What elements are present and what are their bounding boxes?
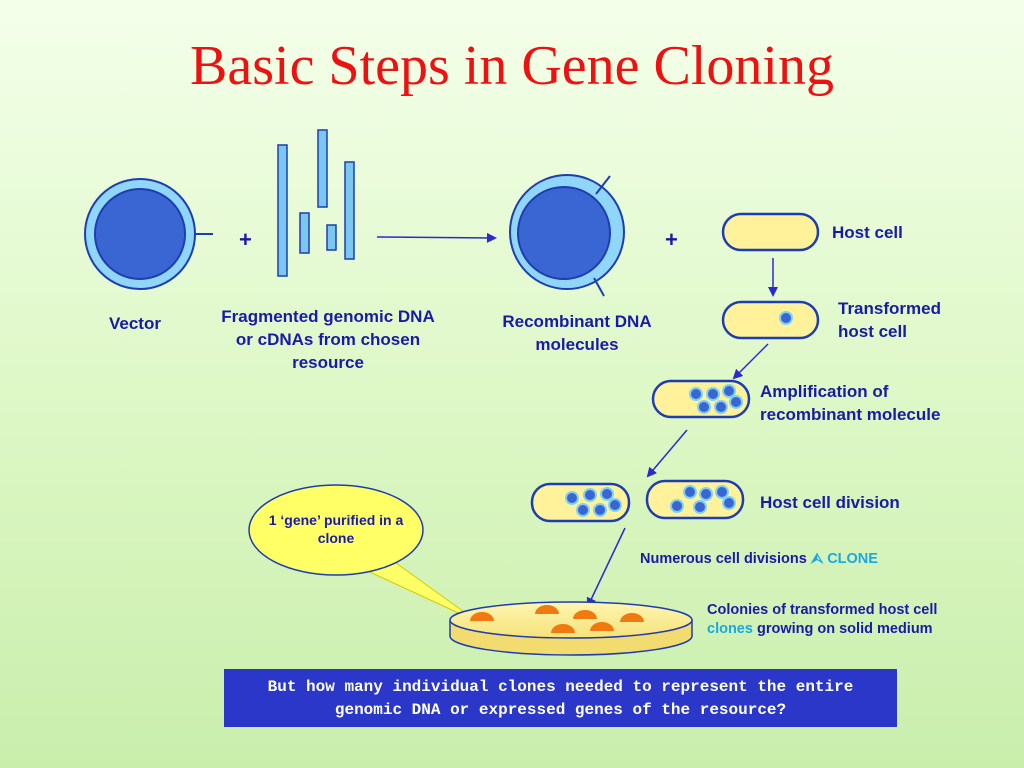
colonies-clones-text: clones [707, 621, 753, 637]
arrow-to-division [646, 429, 688, 478]
divided-host-cell-left [530, 482, 631, 523]
colony [551, 624, 575, 633]
division-label: Host cell division [760, 493, 900, 512]
arrow-to-amplification [732, 343, 769, 380]
colonies-line2: clones growing on solid medium [707, 620, 997, 639]
callout-text: 1 ‘gene’ purified in a clone [268, 512, 404, 546]
plus-sign-1: + [239, 227, 252, 252]
colonies-rest-text: growing on solid medium [756, 621, 933, 637]
colony [573, 610, 597, 619]
host-cell [721, 212, 820, 252]
petri-dish [449, 601, 693, 656]
arrow-to-dish [586, 527, 626, 608]
amplification-label: Amplification of recombinant molecule [760, 382, 941, 424]
host-cell-label: Host cell [832, 223, 903, 242]
recombinant-label: Recombinant DNA molecules [502, 312, 652, 354]
numerous-divisions-label: Numerous cell divisions ⮙ CLONE [640, 550, 878, 569]
fragmented-dna-label: Fragmented genomic DNA or cDNAs from cho… [221, 307, 435, 372]
amplified-host-cell [651, 379, 751, 419]
dna-fragments [277, 129, 355, 277]
callout-bubble [248, 484, 479, 623]
question-box: But how many individual clones needed to… [224, 669, 897, 727]
colony [470, 612, 494, 621]
colony [590, 622, 614, 631]
arrow-glyph-icon: ⮙ [810, 551, 824, 567]
colony [535, 605, 559, 614]
colony [620, 613, 644, 622]
vector-label: Vector [109, 314, 161, 333]
recombinant-plasmid [509, 174, 625, 297]
colonies-label: Colonies of transformed host cell clones… [707, 601, 997, 639]
arrow-to-recombinant [376, 232, 497, 243]
divided-host-cell-right [645, 479, 745, 520]
vector-plasmid [84, 178, 213, 290]
transformed-label: Transformed host cell [838, 299, 941, 341]
numerous-divisions-text: Numerous cell divisions [640, 551, 807, 567]
page-title: Basic Steps in Gene Cloning [190, 35, 834, 97]
colonies-line1: Colonies of transformed host cell [707, 602, 938, 618]
plus-sign-2: + [665, 227, 678, 252]
transformed-host-cell [721, 300, 820, 340]
clone-text: CLONE [827, 551, 878, 567]
